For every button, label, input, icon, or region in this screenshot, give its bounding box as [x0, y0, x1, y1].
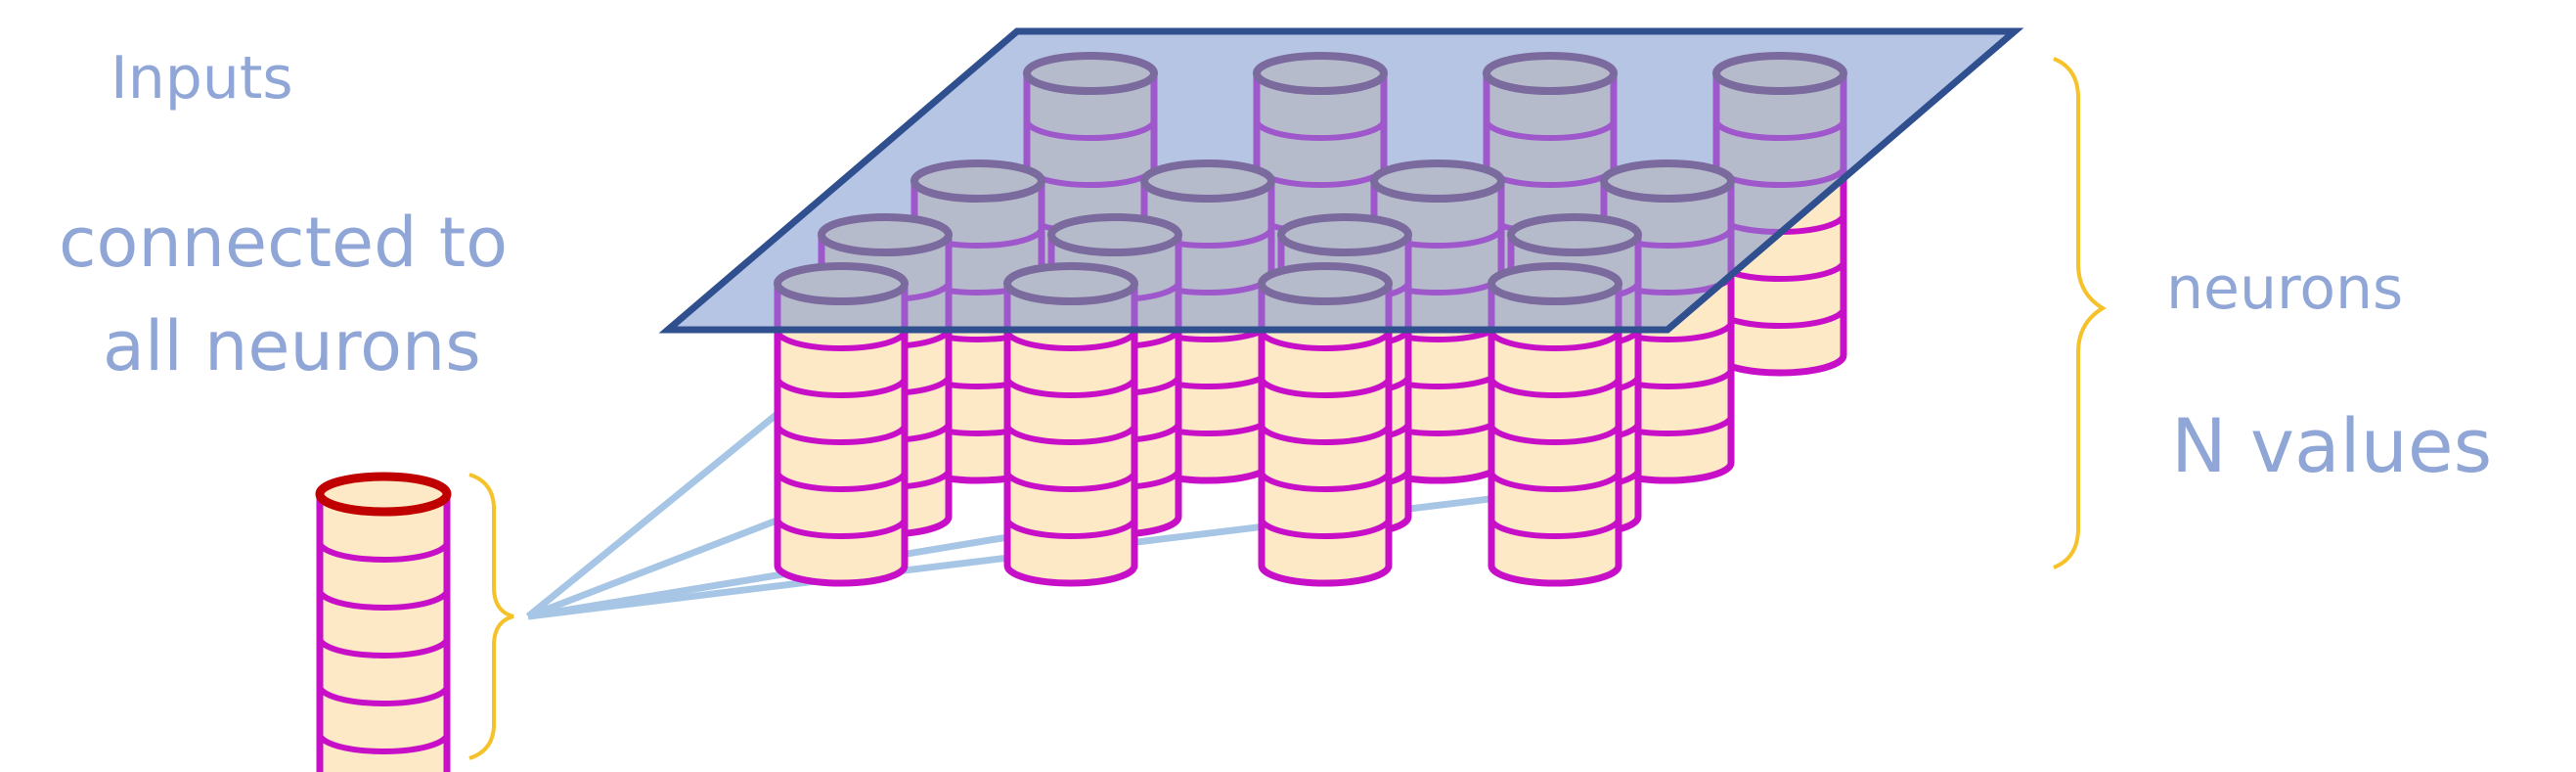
input-brace	[468, 473, 514, 760]
cylinder-segment	[1259, 471, 1392, 492]
n-values-label: N values	[2171, 402, 2492, 489]
cylinder-segment	[1488, 471, 1621, 492]
cylinder-segment	[1488, 377, 1621, 398]
cylinder-segment	[1259, 518, 1392, 539]
neuron-plane	[658, 27, 2024, 334]
cylinder-segment	[1004, 330, 1137, 351]
cylinder-segment	[775, 471, 908, 492]
cylinder-segment	[317, 541, 450, 563]
cylinder-body	[774, 280, 909, 587]
cylinder-segment	[317, 637, 450, 658]
cylinder-segment	[1488, 424, 1621, 445]
cylinder-segment	[1259, 377, 1392, 398]
cylinder-segment	[1004, 377, 1137, 398]
cylinder-body	[1003, 280, 1138, 587]
input-cylinder	[315, 472, 452, 772]
cylinder-segment	[317, 685, 450, 706]
cylinder-body	[1258, 280, 1393, 587]
cylinder-segment	[1004, 471, 1137, 492]
cylinder-segment	[1004, 518, 1137, 539]
cylinder-segment	[1488, 518, 1621, 539]
input-vector	[315, 472, 452, 772]
cylinder-segment	[775, 424, 908, 445]
cylinder-top	[315, 472, 452, 517]
neurons-label: neurons	[2166, 254, 2403, 323]
cylinder-segment	[317, 733, 450, 754]
connected-line1-label: connected to	[59, 203, 508, 283]
neurons-brace	[2053, 57, 2107, 569]
cylinder-segment	[775, 377, 908, 398]
cylinder-body	[1488, 280, 1622, 587]
cylinder-segment	[1004, 424, 1137, 445]
cylinder-body	[316, 490, 451, 772]
connected-line2-label: all neurons	[103, 306, 481, 386]
cylinder-segment	[1259, 424, 1392, 445]
cylinder-segment	[775, 330, 908, 351]
inputs-label: Inputs	[111, 44, 293, 113]
cylinder-segment	[1259, 330, 1392, 351]
cylinder-segment	[317, 589, 450, 611]
cylinder-segment	[775, 518, 908, 539]
cylinder-segment	[1488, 330, 1621, 351]
